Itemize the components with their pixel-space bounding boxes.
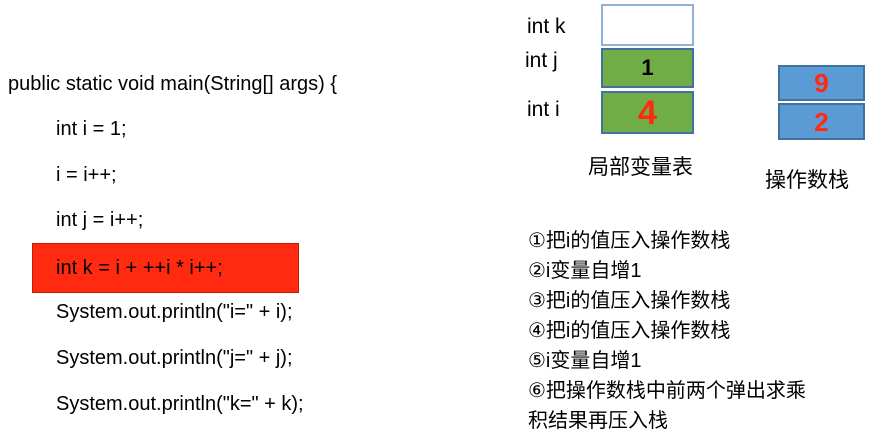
step-2: ②i变量自增1 <box>528 260 642 282</box>
code-line-print-i: System.out.println("i=" + i); <box>56 301 293 323</box>
var-slot-j: 1 <box>601 48 694 88</box>
stack-slot-top: 9 <box>778 65 865 101</box>
stack-slot-bottom: 2 <box>778 103 865 140</box>
step-6-continued: 积结果再压入栈 <box>528 410 668 432</box>
step-3: ③把i的值压入操作数栈 <box>528 290 731 312</box>
code-line-int-k-highlighted: int k = i + ++i * i++; <box>56 257 223 279</box>
var-label-j: int j <box>525 49 558 72</box>
code-line-int-j: int j = i++; <box>56 209 144 231</box>
var-label-k: int k <box>527 15 566 38</box>
highlighted-line-background <box>32 243 299 293</box>
step-6: ⑥把操作数栈中前两个弹出求乘 <box>528 380 806 402</box>
code-line-print-j: System.out.println("j=" + j); <box>56 347 293 369</box>
step-1: ①把i的值压入操作数栈 <box>528 230 731 252</box>
var-label-i: int i <box>527 98 560 121</box>
step-4: ④把i的值压入操作数栈 <box>528 320 731 342</box>
step-5: ⑤i变量自增1 <box>528 350 642 372</box>
code-line-int-i: int i = 1; <box>56 118 127 140</box>
code-line-print-k: System.out.println("k=" + k); <box>56 393 304 415</box>
var-slot-k <box>601 4 694 46</box>
code-line-i-assign: i = i++; <box>56 164 117 186</box>
operand-stack-caption: 操作数栈 <box>765 169 849 192</box>
code-line-signature: public static void main(String[] args) { <box>8 73 338 95</box>
var-slot-i: 4 <box>601 91 694 134</box>
local-variable-table-caption: 局部变量表 <box>588 156 693 179</box>
